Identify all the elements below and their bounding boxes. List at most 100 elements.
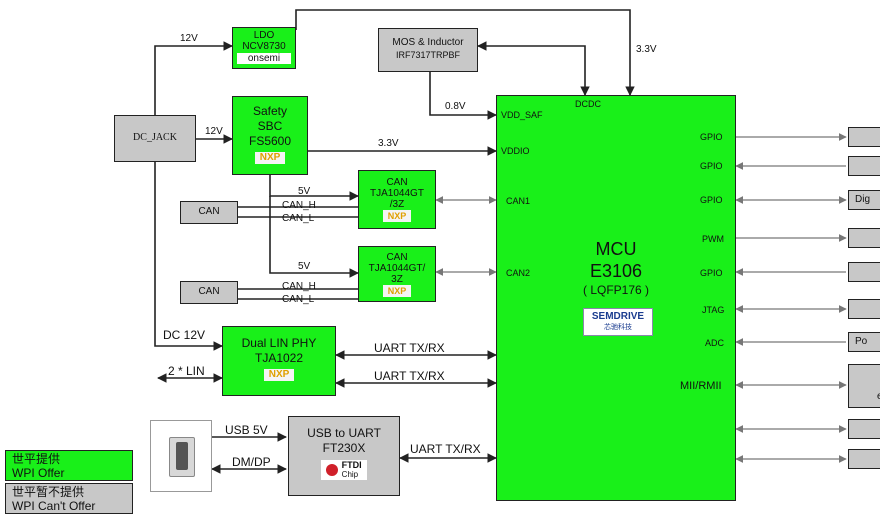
ext-stub-po: Po [848,332,880,352]
ftdi-logo-mark [326,464,339,476]
ldo-part: NCV8730 [242,41,286,52]
pin-can2: CAN2 [506,268,531,278]
label-can-h2: CAN_H [282,281,316,292]
dc-jack-label: DC_JACK [133,132,177,143]
pin-adc: ADC [705,338,725,348]
usb-port-icon [169,437,195,477]
legend-cant-en: WPI Can't Offer [12,499,96,513]
ext-stub-5 [848,262,880,282]
pin-gpio-2: GPIO [700,161,723,171]
lin-title: Dual LIN PHY [241,336,317,350]
pin-gpio-4: GPIO [700,268,723,278]
ftdi-logo-sub: Chip [341,470,359,479]
dc-jack-block: DC_JACK [114,115,196,162]
wire-0v8 [429,72,497,120]
sbc-part: FS5600 [248,134,292,148]
ext-stub-dig: Dig [848,190,880,210]
nxp-logo-can2: NXP [382,285,412,297]
legend-cant-offer: 世平暂不提供 WPI Can't Offer [5,483,133,514]
lin-part: TJA1022 [254,351,304,365]
nxp-logo-lin: NXP [263,369,295,381]
can1-part-suffix: /3Z [389,199,405,210]
pin-jtag: JTAG [702,305,725,315]
ftdi-logo: FTDI Chip [321,460,367,480]
legend-cant-cn: 世平暂不提供 [12,485,85,499]
semdrive-logo: SEMDRIVE 芯驰科技 [583,308,653,336]
can-transceiver-1: CAN TJA1044GT /3Z NXP [358,170,436,229]
label-lin-uart1: UART TX/RX [374,341,445,355]
label-can-l1: CAN_L [282,213,315,224]
usb-uart-block: USB to UART FT230X FTDI Chip [288,416,400,496]
can-connector-2-label: CAN [198,286,220,297]
label-0v8: 0.8V [445,101,466,112]
can-transceiver-2: CAN TJA1044GT/ 3Z NXP [358,246,436,302]
pin-can1: CAN1 [506,196,531,206]
can2-part: TJA1044GT/ [368,263,426,274]
usb-connector [150,420,212,492]
onsemi-logo: onsemi [237,53,291,64]
wire-3v3-ldo [295,9,635,96]
label-can-5v-1: 5V [298,186,311,197]
ext-stub-dig-label: Dig [855,194,871,205]
mos-block: MOS & Inductor IRF7317TRPBF [378,28,478,72]
label-can-h1: CAN_H [282,200,316,211]
sbc-title-2: SBC [257,119,283,133]
can-connector-2: CAN [180,281,238,304]
mos-title: MOS & Inductor [392,37,464,48]
mcu-package: ( LQFP176 ) [582,283,650,297]
mcu-title: MCU [595,239,637,259]
legend-offer-cn: 世平提供 [12,452,61,466]
wire-5v-bus-2 [269,196,359,278]
legend-offer-en: WPI Offer [12,466,65,480]
wire-12v-ldo [154,41,233,115]
pin-mii-rmii: MII/RMII [680,380,722,392]
wire-mos-dcdc [477,41,590,96]
label-can-5v-2: 5V [298,261,311,272]
ldo-title: LDO [253,30,275,41]
label-3v3-ldo: 3.3V [636,44,657,55]
sbc-block: Safety SBC FS5600 NXP [232,96,308,175]
label-lin-bus: 2 * LIN [168,364,205,378]
can1-part: TJA1044GT [370,188,424,199]
usb-uart-part: FT230X [322,441,366,455]
ext-stub-mii-label: e [877,391,880,402]
lin-phy-block: Dual LIN PHY TJA1022 NXP [222,326,336,396]
label-3v3-sbc: 3.3V [378,138,399,149]
pin-dcdc: DCDC [575,99,601,109]
ext-stub-mii: e [848,364,880,408]
label-usb-uart: UART TX/RX [410,442,481,456]
can-connector-1-label: CAN [198,206,220,217]
usb-uart-title: USB to UART [307,426,381,440]
mos-part: IRF7317TRPBF [395,50,461,60]
ext-stub-4 [848,228,880,248]
can-connector-1: CAN [180,201,238,224]
nxp-logo-can1: NXP [382,210,412,222]
pin-gpio-1: GPIO [700,132,723,142]
ext-stub-9 [848,419,880,439]
ext-stub-1 [848,127,880,147]
label-12v-sbc: 12V [205,126,223,137]
sbc-title-1: Safety [252,104,288,118]
ext-stub-po-label: Po [855,336,868,347]
pin-pwm: PWM [702,234,724,244]
mcu-part: E3106 [589,261,643,281]
can2-title: CAN [386,252,408,263]
label-dmdp: DM/DP [232,455,271,469]
nxp-logo-sbc: NXP [254,152,286,164]
pin-vddio: VDDIO [501,146,530,156]
semdrive-logo-sub: 芯驰科技 [604,324,632,331]
ftdi-logo-text: FTDI [341,460,362,470]
ext-stub-10 [848,449,880,469]
label-dc12v: DC 12V [163,328,206,342]
wire-5v-bus [269,175,359,201]
pin-gpio-3: GPIO [700,195,723,205]
label-lin-uart2: UART TX/RX [374,369,445,383]
legend-offer: 世平提供 WPI Offer [5,450,133,481]
label-usb5v: USB 5V [225,423,268,437]
can1-title: CAN [386,177,408,188]
ext-stub-2 [848,156,880,176]
pin-vdd-saf: VDD_SAF [501,110,543,120]
mcu-block: MCU E3106 ( LQFP176 ) SEMDRIVE 芯驰科技 [496,95,736,501]
label-can-l2: CAN_L [282,294,315,305]
